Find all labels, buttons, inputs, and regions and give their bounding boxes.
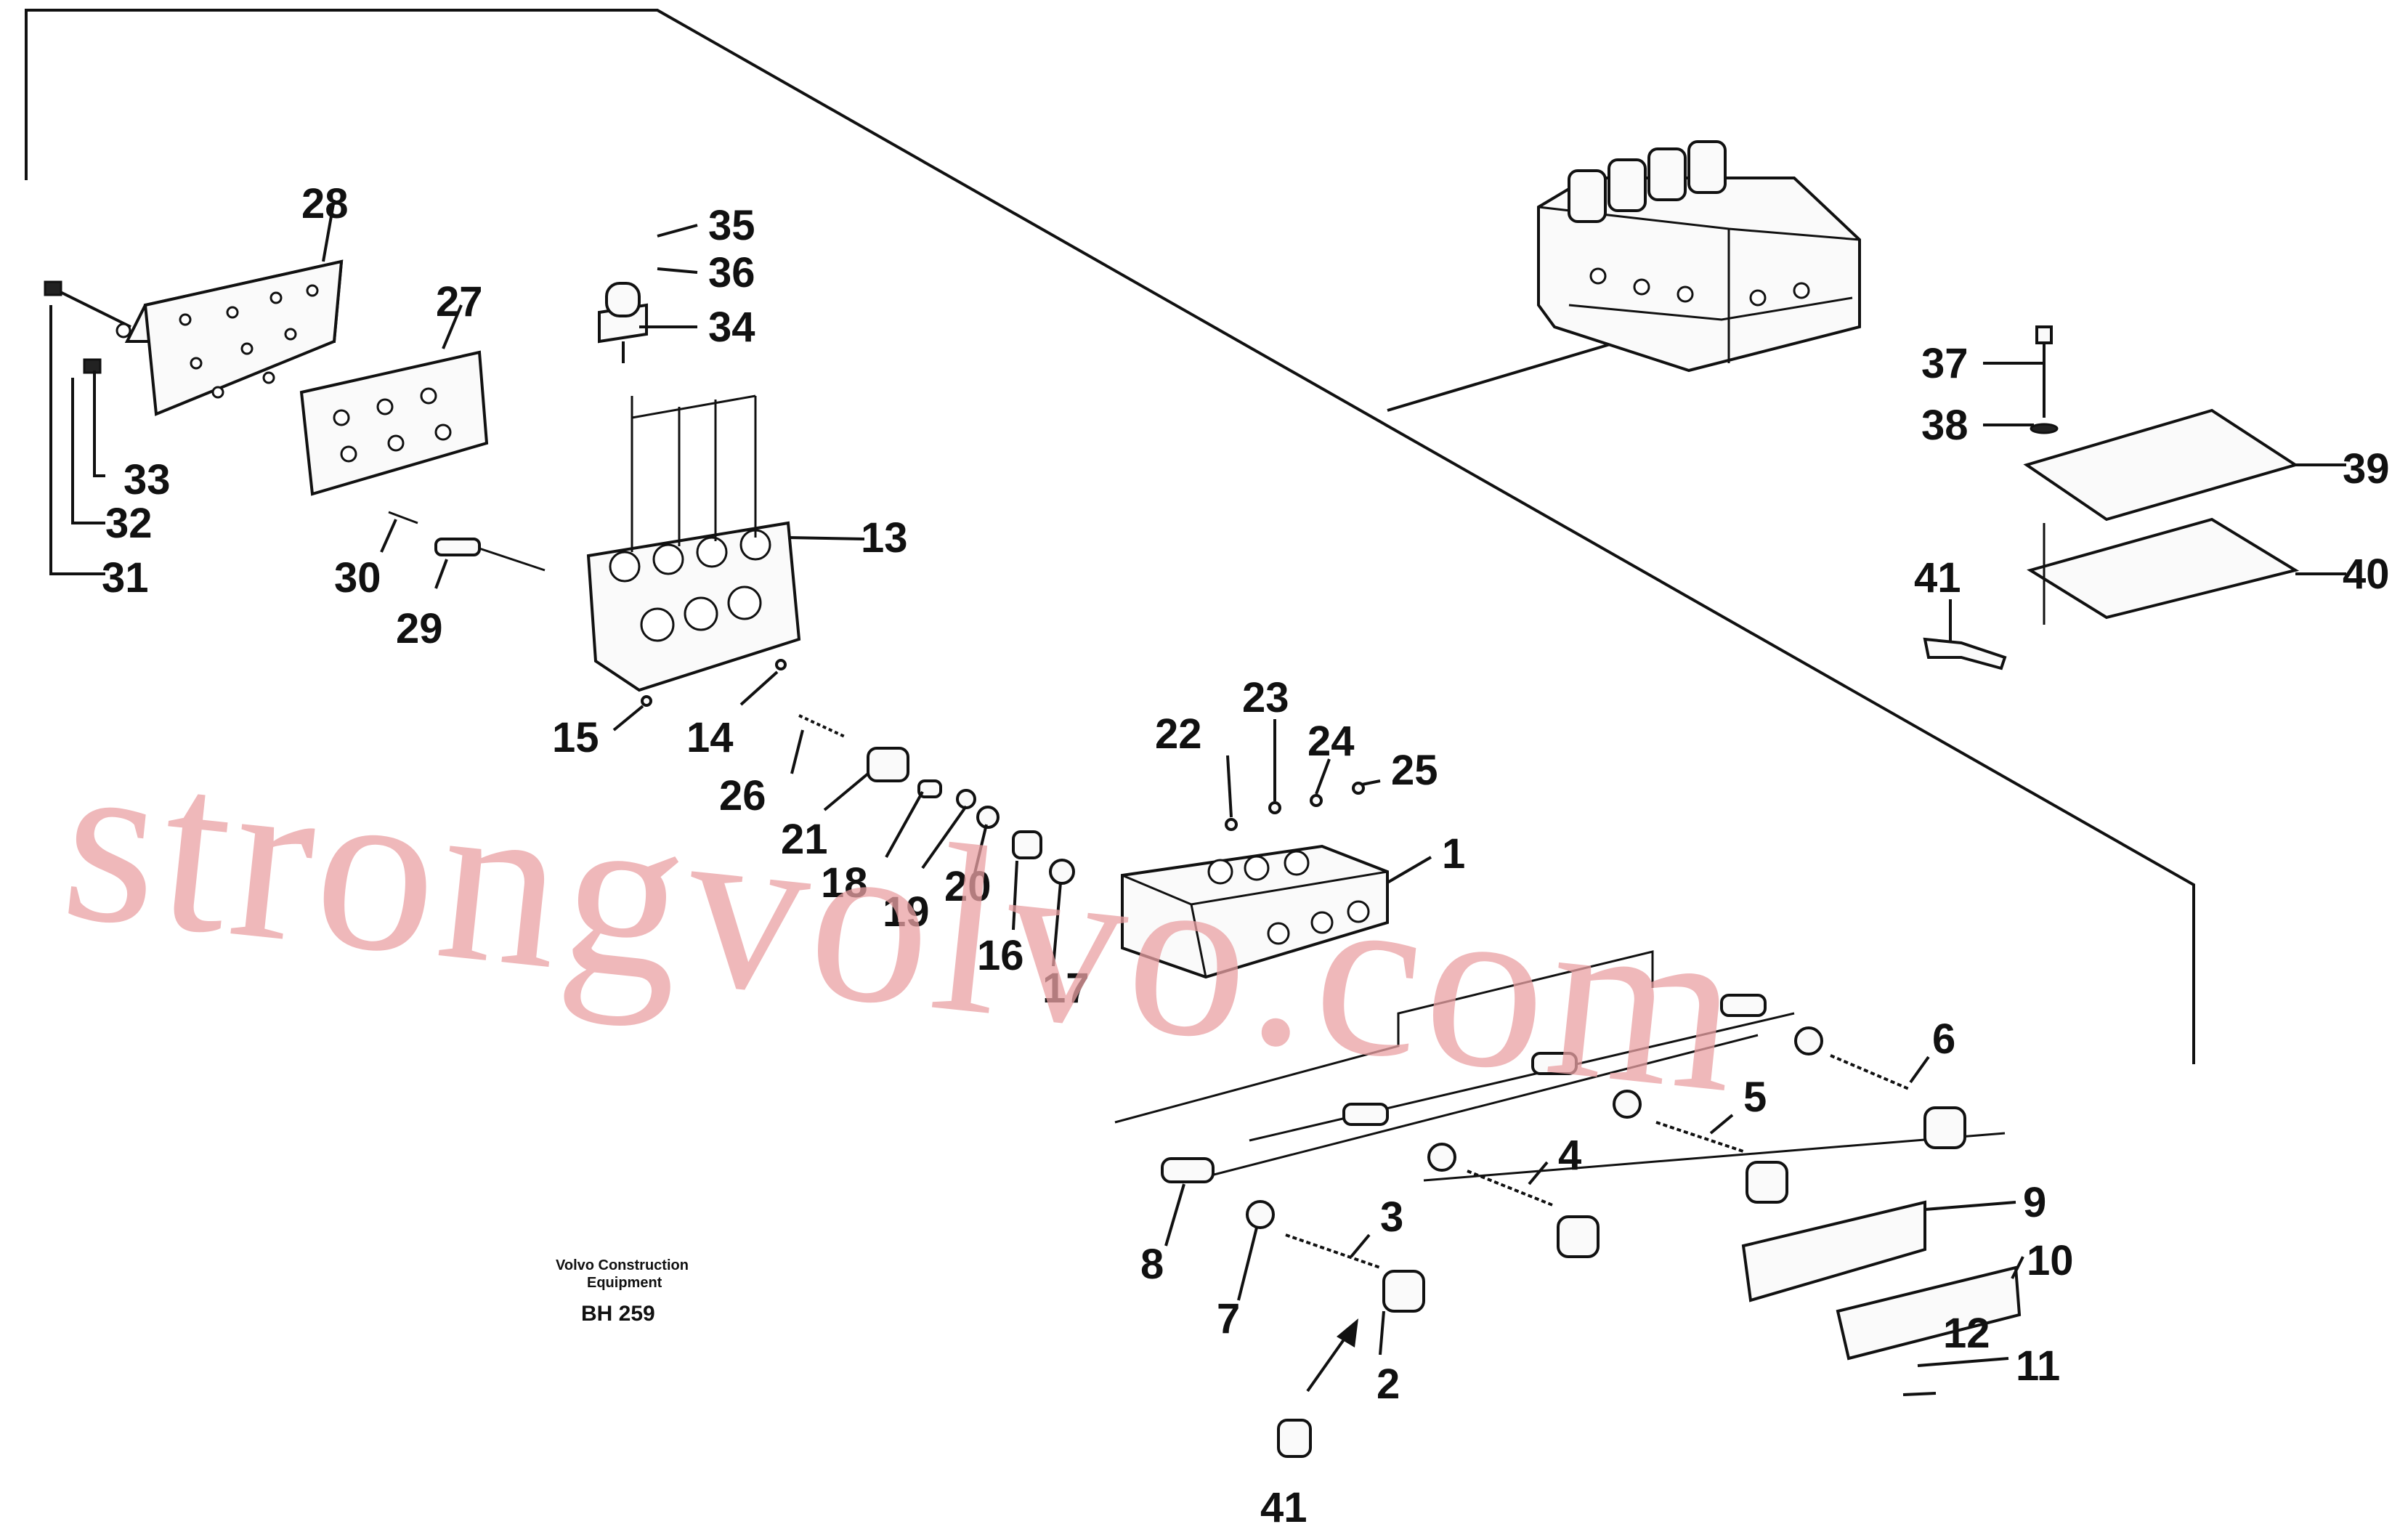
callout-15: 15 bbox=[552, 714, 599, 761]
cover-9-10 bbox=[1741, 1200, 2022, 1361]
callout-16: 16 bbox=[977, 932, 1024, 979]
cover-plate-28 bbox=[124, 259, 344, 416]
callout-25: 25 bbox=[1391, 747, 1438, 794]
callout-9: 9 bbox=[2023, 1179, 2046, 1226]
callout-13: 13 bbox=[861, 514, 908, 562]
spool-8 bbox=[1161, 1157, 1215, 1183]
callout-10: 10 bbox=[2027, 1237, 2074, 1284]
callout-41-bracket: 41 bbox=[1914, 554, 1961, 601]
callout-7: 7 bbox=[1217, 1295, 1240, 1342]
callout-5: 5 bbox=[1743, 1074, 1767, 1121]
valve-assembly-overview bbox=[1537, 140, 1861, 373]
bolts-31-33 bbox=[44, 280, 131, 374]
solenoid-34 bbox=[598, 282, 648, 363]
callout-3: 3 bbox=[1380, 1194, 1403, 1241]
callout-24: 24 bbox=[1308, 718, 1355, 765]
callout-23: 23 bbox=[1242, 674, 1289, 721]
spool-assemblies bbox=[1114, 950, 2022, 1361]
caption-code: BH 259 bbox=[581, 1302, 655, 1326]
plug-41 bbox=[1277, 1318, 1358, 1458]
callout-33: 33 bbox=[123, 456, 171, 503]
callout-26: 26 bbox=[719, 772, 766, 819]
frame-outline bbox=[25, 9, 2195, 1064]
callout-18: 18 bbox=[821, 859, 868, 907]
callout-17: 17 bbox=[1042, 965, 1090, 1012]
leader-lines bbox=[49, 199, 2346, 1396]
caption-block: Volvo Construction Equipment BH 259 bbox=[556, 1257, 689, 1326]
small-parts bbox=[641, 659, 1365, 885]
callout-labels: 1 2 3 4 5 6 7 8 9 10 11 12 13 14 15 16 1… bbox=[102, 180, 2390, 1531]
callout-19: 19 bbox=[883, 888, 930, 936]
gasket-40 bbox=[2027, 517, 2300, 620]
springs bbox=[1285, 1054, 1911, 1269]
callout-6: 6 bbox=[1932, 1016, 1955, 1063]
callout-41-plug: 41 bbox=[1260, 1484, 1308, 1531]
bracket-41 bbox=[1923, 599, 2007, 670]
caption-line-2: Equipment bbox=[587, 1275, 662, 1291]
solenoid-caps bbox=[1568, 140, 1727, 223]
callout-35: 35 bbox=[708, 202, 755, 249]
callout-11: 11 bbox=[2016, 1342, 2060, 1390]
callout-40: 40 bbox=[2343, 551, 2390, 598]
callout-1: 1 bbox=[1442, 830, 1465, 878]
plug-29-30 bbox=[388, 511, 546, 572]
callout-12: 12 bbox=[1943, 1310, 1990, 1357]
callout-30: 30 bbox=[334, 554, 381, 601]
callout-34: 34 bbox=[708, 304, 755, 351]
callout-8: 8 bbox=[1140, 1241, 1164, 1288]
callout-4: 4 bbox=[1558, 1132, 1581, 1179]
callout-14: 14 bbox=[686, 714, 734, 761]
seals-7 bbox=[1246, 1026, 1823, 1229]
callout-29: 29 bbox=[396, 605, 443, 652]
caption-line-1: Volvo Construction bbox=[556, 1257, 689, 1273]
callout-36: 36 bbox=[708, 249, 755, 296]
spool-upper bbox=[1342, 994, 1767, 1126]
cover-39 bbox=[2023, 408, 2299, 522]
callout-22: 22 bbox=[1155, 710, 1202, 758]
callout-2: 2 bbox=[1377, 1361, 1400, 1408]
callout-38: 38 bbox=[1921, 402, 1969, 449]
block-13 bbox=[586, 394, 801, 692]
callout-31: 31 bbox=[102, 554, 149, 601]
callout-28: 28 bbox=[301, 180, 349, 227]
gasket-27 bbox=[299, 350, 489, 496]
valve-body-1 bbox=[1121, 844, 1389, 979]
callout-20: 20 bbox=[944, 863, 992, 910]
callout-39: 39 bbox=[2343, 445, 2390, 493]
callout-27: 27 bbox=[436, 278, 483, 325]
callout-32: 32 bbox=[105, 500, 153, 547]
callout-37: 37 bbox=[1921, 340, 1969, 387]
bolt-37 bbox=[2030, 325, 2059, 625]
caps-2 bbox=[1382, 1106, 1966, 1313]
callout-21: 21 bbox=[781, 816, 828, 863]
